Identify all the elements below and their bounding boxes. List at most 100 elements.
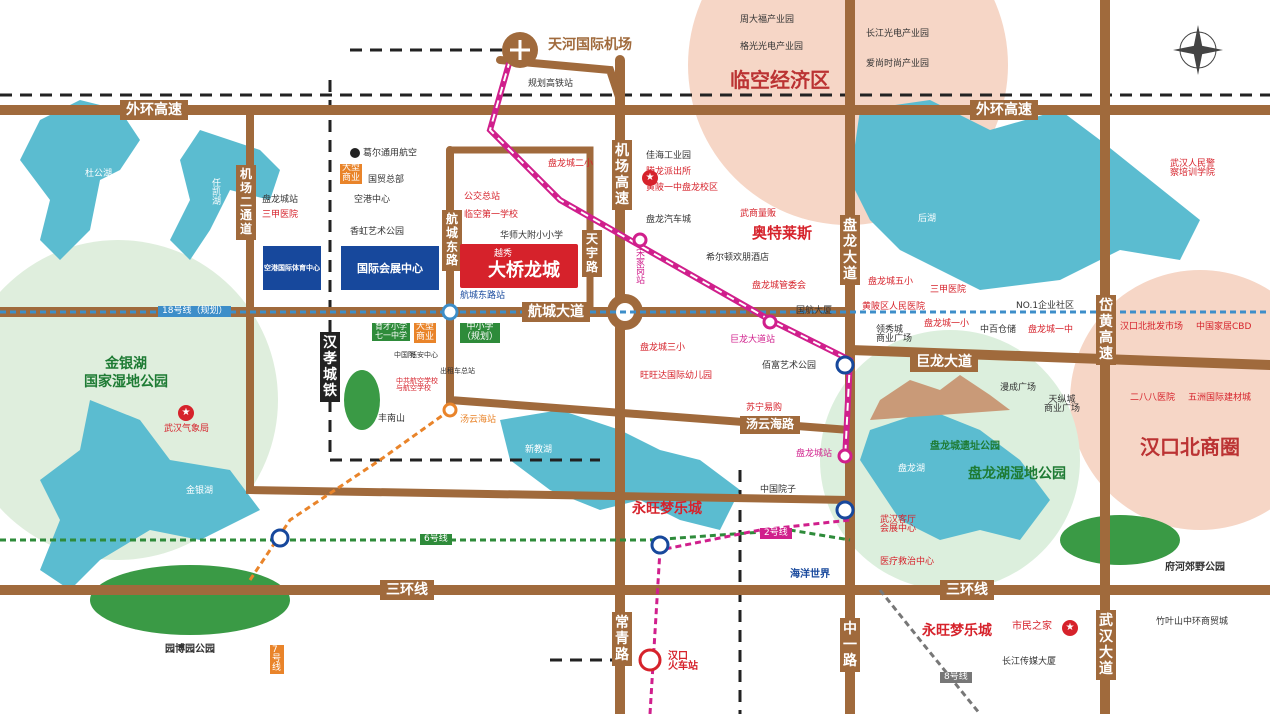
poi-konggang: 空港中心 bbox=[354, 195, 391, 205]
label-changqing: 常青路 bbox=[612, 612, 632, 667]
poi-panlong-car: 盘龙汽车城 bbox=[646, 215, 692, 225]
label-airport-hw: 机场高速 bbox=[612, 140, 632, 211]
poi-guohang: 国航大厦 bbox=[796, 306, 833, 316]
label-songjiagang: 宋家岗站 bbox=[636, 249, 646, 286]
poi-weather: 武汉气象局 bbox=[164, 424, 210, 434]
poi-guanwei: 盘龙城管委会 bbox=[752, 281, 807, 291]
poi-teacher: 中共航空学校 与航空学校 bbox=[396, 377, 438, 392]
label-panlongcheng: 盘龙城站 bbox=[796, 449, 833, 459]
label-yuanbo-park: 园博园公园 bbox=[165, 644, 215, 655]
station-hankou-mark bbox=[638, 648, 662, 672]
poi-panlong2: 盘龙城二小 bbox=[548, 159, 594, 169]
box-intl-sports: 空港国际体育中心 bbox=[262, 245, 322, 291]
fuhe-park-shape bbox=[1060, 515, 1180, 565]
label-jinyin-park: 金银湖 国家湿地公园 bbox=[84, 356, 168, 391]
label-tianyu: 天宇路 bbox=[582, 230, 602, 278]
poi-aotelaisi: 奥特莱斯 bbox=[752, 224, 813, 242]
poi-zhongcang: 中百仓储 bbox=[980, 325, 1017, 335]
fengshan-park-shape bbox=[344, 370, 380, 430]
label-hankou-station: 汉口 火车站 bbox=[668, 651, 698, 672]
hsr-inner bbox=[488, 59, 852, 461]
poi-baixin: 佰富艺术公园 bbox=[762, 361, 817, 371]
poi-wuzhou: 五洲国际建材城 bbox=[1188, 393, 1252, 403]
label-line8: 8号线 bbox=[940, 672, 972, 683]
label-lake-du: 杜公湖 bbox=[85, 169, 113, 179]
poi-convention: 武汉客厅 会展中心 bbox=[880, 515, 917, 534]
rail-west bbox=[328, 80, 600, 462]
station-tangyunhai-mark bbox=[442, 402, 458, 418]
poi-park-b: 格光光电产业园 bbox=[740, 42, 804, 52]
label-hangcheng-east: 航城东路 bbox=[442, 210, 462, 272]
label-julongdadao: 巨龙大道站 bbox=[730, 335, 776, 345]
label-third-ring: 三环线 bbox=[380, 580, 434, 601]
poi-zhuye: 竹叶山中环商贸城 bbox=[1156, 617, 1229, 627]
label-lake-hou: 后湖 bbox=[918, 214, 937, 224]
label-tangyunhai: 汤云海路 bbox=[740, 416, 801, 434]
station-exchange-4 bbox=[270, 528, 290, 548]
poi-panlong1: 盘龙城一小 bbox=[924, 319, 970, 329]
airplane-icon bbox=[510, 40, 530, 60]
label-planned-rail: 规划高铁站 bbox=[528, 79, 574, 89]
poi-suning: 苏宁易购 bbox=[746, 403, 783, 413]
metro-7 bbox=[248, 408, 451, 581]
label-linkong: 临空经济区 bbox=[730, 68, 830, 92]
poi-yuanwang: 中国院子 bbox=[760, 485, 797, 495]
star-icon: ★ bbox=[642, 170, 658, 186]
poi-jiahai: 佳海工业园 bbox=[646, 151, 692, 161]
hankou-north-zone-circle bbox=[1070, 270, 1270, 530]
label-outer-ring: 外环高速 bbox=[120, 100, 188, 121]
poi-xierdun: 希尔顿欢朋酒店 bbox=[706, 253, 770, 263]
poi-medical: 医疗救治中心 bbox=[880, 557, 935, 567]
poi-wushang: 武商量贩 bbox=[740, 209, 777, 219]
star-icon: ★ bbox=[1062, 620, 1078, 636]
metro-2 bbox=[648, 518, 851, 714]
poi-panlong-station: 盘龙城站 bbox=[262, 195, 299, 205]
label-lake-xinjiao: 新教湖 bbox=[525, 445, 553, 455]
poi-linkong-school: 临空第一学校 bbox=[464, 210, 519, 220]
poi-tiancheng: 天纵城 商业广场 bbox=[1044, 395, 1081, 414]
label-wuhan: 武汉大道 bbox=[1096, 610, 1116, 681]
label-panlong: 盘龙大道 bbox=[840, 215, 860, 286]
label-line18: 18号线（规划） bbox=[158, 306, 232, 317]
poi-tenglong: 腾龙派出所 bbox=[646, 167, 692, 177]
poi-huangpi: 黄陂一中盘龙校区 bbox=[646, 183, 719, 193]
metro-8 bbox=[878, 589, 982, 714]
lake-du-shape bbox=[20, 100, 140, 260]
label-hankou-north: 汉口北商圈 bbox=[1140, 435, 1240, 459]
poi-panlong-mid: 盘龙城一中 bbox=[1028, 325, 1074, 335]
poi-wangwang: 旺旺达国际幼儿园 bbox=[640, 371, 713, 381]
label-hangcheng: 航城大道 bbox=[522, 302, 590, 323]
poi-panlong5: 盘龙城五小 bbox=[868, 277, 914, 287]
poi-gongjiao: 公交总站 bbox=[464, 192, 501, 202]
poi-park-a: 周大福产业园 bbox=[740, 15, 795, 25]
poi-ge-text: 葛尔通用航空 bbox=[363, 148, 418, 159]
poi-no1: NO.1企业社区 bbox=[1016, 301, 1075, 311]
poi-huashi: 华师大附小小学 bbox=[500, 231, 564, 241]
poi-taxi: 出租车总站 bbox=[440, 367, 475, 375]
poi-yongwang2: 永旺梦乐城 bbox=[922, 623, 992, 639]
label-lake-panlong: 盘龙湖 bbox=[898, 464, 926, 474]
label-hanxiao: 汉孝城铁 bbox=[320, 332, 340, 403]
poi-shimin: 市民之家 bbox=[1012, 621, 1052, 632]
poi-panlong3: 盘龙城三小 bbox=[640, 343, 686, 353]
station-hangchengdonglu-mark bbox=[441, 303, 459, 321]
label-line2: 2号线 bbox=[760, 528, 792, 539]
poi-changjiang: 长江传媒大厦 bbox=[1002, 657, 1057, 667]
poi-hanyang-sq: 漫成广场 bbox=[1000, 383, 1037, 393]
label-zhongyi: 中一路 bbox=[840, 618, 860, 673]
poi-huangpi-hosp: 黄陂区人民医院 bbox=[862, 302, 926, 312]
station-songjia-mark bbox=[632, 232, 648, 248]
poi-park-c: 长江光电产业园 bbox=[866, 29, 930, 39]
lake-jinyin-shape bbox=[40, 400, 260, 590]
poi-xiangshan: 香虹艺术公园 bbox=[350, 227, 405, 237]
label-third-ring-east: 三环线 bbox=[940, 580, 994, 601]
poi-288: 二八八医院 bbox=[1130, 393, 1176, 403]
label-julong: 巨龙大道 bbox=[910, 352, 978, 373]
poi-police: 武汉人民警 察培训学院 bbox=[1170, 159, 1216, 178]
label-fuhe-park: 府河郊野公园 bbox=[1165, 562, 1225, 573]
parks bbox=[90, 370, 1180, 635]
label-hangchengdonglu: 航城东路站 bbox=[460, 291, 506, 301]
poi-fengshan: 丰南山 bbox=[378, 414, 406, 424]
